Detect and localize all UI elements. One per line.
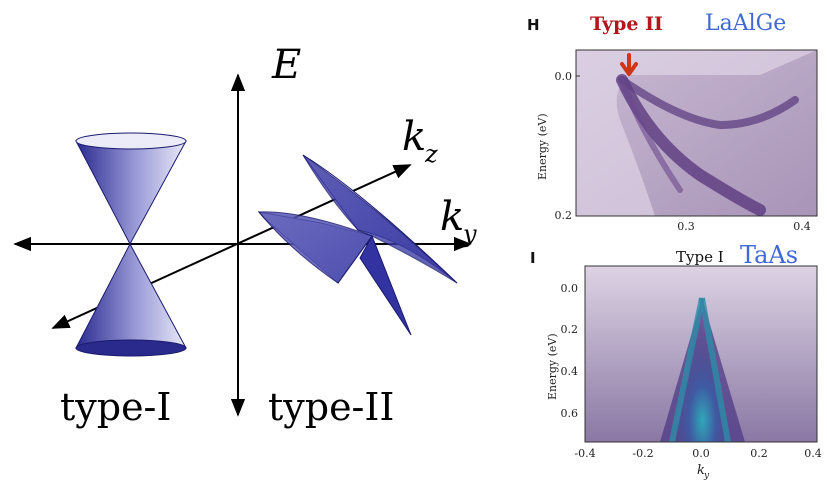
panel-i-ytick-2: 0.4 bbox=[561, 365, 579, 378]
panel-i-v-core bbox=[675, 298, 730, 442]
ky-label: k y bbox=[440, 194, 477, 248]
panel-h-arrow bbox=[620, 53, 638, 76]
panel-h-band-upper bbox=[618, 76, 799, 130]
panel-h-band-main bbox=[616, 74, 766, 216]
schematic: E k z k y type-I type-II bbox=[13, 42, 477, 429]
panel-i-xtick-4: 0.4 bbox=[804, 447, 822, 460]
ky-label-main: k bbox=[440, 194, 464, 240]
panel-i-xtick-1: -0.2 bbox=[632, 447, 653, 460]
type1-upper-cone bbox=[75, 140, 187, 246]
panel-i-xtick-2: 0.0 bbox=[692, 447, 710, 460]
panel-h-type-label: Type II bbox=[590, 13, 663, 35]
panel-h-band-inner bbox=[619, 77, 683, 193]
panel-h-xtick-0: 0.3 bbox=[677, 220, 695, 233]
kz-label: k z bbox=[402, 114, 438, 168]
panel-h: H Type II LaAlGe 0.0 0.2 0.3 0.4 Energy … bbox=[527, 11, 818, 233]
panel-i-type-label: Type I bbox=[676, 248, 724, 266]
panel-h-letter: H bbox=[527, 16, 540, 34]
type1-lower-cone bbox=[75, 242, 187, 349]
panel-i-xtick-3: 0.2 bbox=[750, 447, 768, 460]
panel-i-xlabel: k y bbox=[697, 463, 710, 481]
type1-upper-rim bbox=[75, 132, 187, 150]
panel-h-material: LaAlGe bbox=[705, 11, 786, 36]
panel-h-ytick-0: 0.0 bbox=[555, 70, 573, 83]
panel-i-letter: I bbox=[530, 249, 536, 267]
panel-i-ytick-0: 0.0 bbox=[561, 282, 579, 295]
type1-label: type-I bbox=[60, 385, 171, 429]
kz-label-sub: z bbox=[424, 140, 438, 168]
type1-cone bbox=[75, 132, 187, 357]
panel-i-xtick-0: -0.4 bbox=[574, 447, 595, 460]
panel-i-v-right bbox=[699, 297, 731, 443]
panel-h-ylabel: Energy (eV) bbox=[536, 113, 549, 180]
type2-upper-lobe-dark bbox=[302, 154, 458, 284]
panel-i-v-left bbox=[669, 297, 705, 443]
panel-h-bright-region bbox=[576, 50, 817, 216]
kz-label-main: k bbox=[402, 114, 426, 160]
panel-h-frame bbox=[575, 49, 818, 217]
type2-label: type-II bbox=[268, 385, 394, 429]
panel-i-xlabel-main: k bbox=[697, 463, 705, 478]
energy-axis-label: E bbox=[271, 42, 301, 88]
panel-i-frame bbox=[584, 265, 818, 443]
panel-i-material: TaAs bbox=[740, 241, 798, 269]
type2-cone bbox=[257, 154, 458, 336]
type1-lower-rim bbox=[75, 339, 187, 357]
panel-i-ylabel: Energy (eV) bbox=[546, 333, 559, 400]
panel-i-ytick-1: 0.2 bbox=[561, 323, 579, 336]
ky-label-sub: y bbox=[462, 220, 477, 248]
panel-h-ytick-1: 0.2 bbox=[555, 209, 573, 222]
panel-i: I Type I TaAs 0.0 0.2 0.4 0.6 -0.4 -0.2 … bbox=[530, 241, 822, 481]
type2-right-lobe bbox=[359, 234, 412, 336]
panel-i-xlabel-sub: y bbox=[703, 471, 710, 481]
panel-h-xtick-1: 0.4 bbox=[793, 220, 811, 233]
type2-lower-lobe-edge bbox=[257, 211, 373, 284]
panel-i-ytick-3: 0.6 bbox=[561, 407, 579, 420]
